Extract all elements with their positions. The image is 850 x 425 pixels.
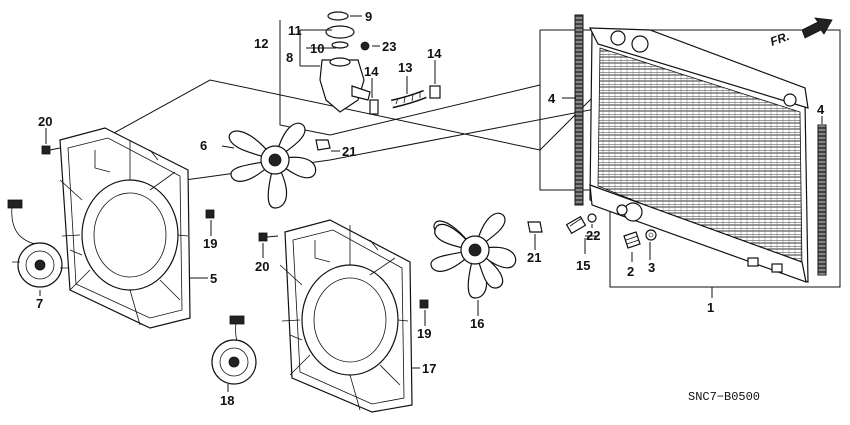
callout-2: 2 (627, 264, 634, 279)
fan-motor-left (7, 199, 68, 288)
callout-6: 6 (200, 138, 207, 153)
bolt-19-right (419, 299, 429, 309)
callout-4-left: 4 (548, 91, 556, 106)
reserve-tank (319, 59, 365, 113)
callout-7: 7 (36, 296, 43, 311)
reserve-tank-assembly (299, 11, 371, 113)
callout-20-left: 20 (38, 114, 52, 129)
callout-8: 8 (286, 50, 293, 65)
callout-17: 17 (422, 361, 436, 376)
bolt-19-left (205, 209, 215, 219)
callout-14-lower: 14 (364, 64, 379, 79)
nut-21-right (527, 221, 543, 233)
fan-shroud-left (59, 127, 191, 329)
callout-19-right: 19 (417, 326, 431, 341)
front-label: FR. (768, 29, 791, 49)
bolt-20-right (258, 232, 279, 242)
sensor-washer (587, 213, 597, 223)
drain-plug (623, 231, 641, 249)
fan-blade-right (430, 212, 517, 299)
side-seal-right (817, 124, 827, 276)
callout-21-left: 21 (342, 144, 356, 159)
callout-13: 13 (398, 60, 412, 75)
callout-leaders (39, 15, 823, 392)
tank-cap-seal (327, 11, 349, 21)
callout-21-right: 21 (527, 250, 541, 265)
callout-18: 18 (220, 393, 234, 408)
diagram-code: SNC7−B0500 (688, 390, 760, 404)
radiator (589, 27, 809, 283)
callout-20-right: 20 (255, 259, 269, 274)
callout-10: 10 (310, 41, 324, 56)
tank-cap (325, 25, 355, 39)
callout-12: 12 (254, 36, 268, 51)
fan-motor-right (211, 315, 257, 385)
callout-11: 11 (288, 23, 302, 38)
fan-shroud-right (279, 219, 413, 413)
callout-19-left: 19 (203, 236, 217, 251)
callout-16: 16 (470, 316, 484, 331)
upper-inlet (610, 30, 626, 46)
tank-bolt (360, 41, 370, 51)
callout-1: 1 (707, 300, 714, 315)
hose-clamp-upper (429, 85, 441, 99)
callout-23: 23 (382, 39, 396, 54)
callout-labels: 1 2 3 4 4 5 6 7 8 9 10 11 12 13 14 14 15… (36, 9, 825, 408)
bolt-20-left (41, 145, 61, 155)
callout-22: 22 (586, 228, 600, 243)
nut-21-left (315, 139, 331, 151)
hose-clamp-lower (369, 99, 379, 115)
callout-14-upper: 14 (427, 46, 442, 61)
callout-15: 15 (576, 258, 590, 273)
callout-5: 5 (210, 271, 217, 286)
callout-4-right: 4 (817, 102, 825, 117)
side-seal-left (574, 14, 584, 206)
callout-9: 9 (365, 9, 372, 24)
callout-3: 3 (648, 260, 655, 275)
fan-blade-left (228, 122, 317, 209)
overflow-hose (391, 89, 427, 109)
fan-switch-sensor (565, 215, 587, 235)
front-direction-arrow: FR. (768, 17, 833, 49)
tank-gasket (331, 41, 349, 49)
